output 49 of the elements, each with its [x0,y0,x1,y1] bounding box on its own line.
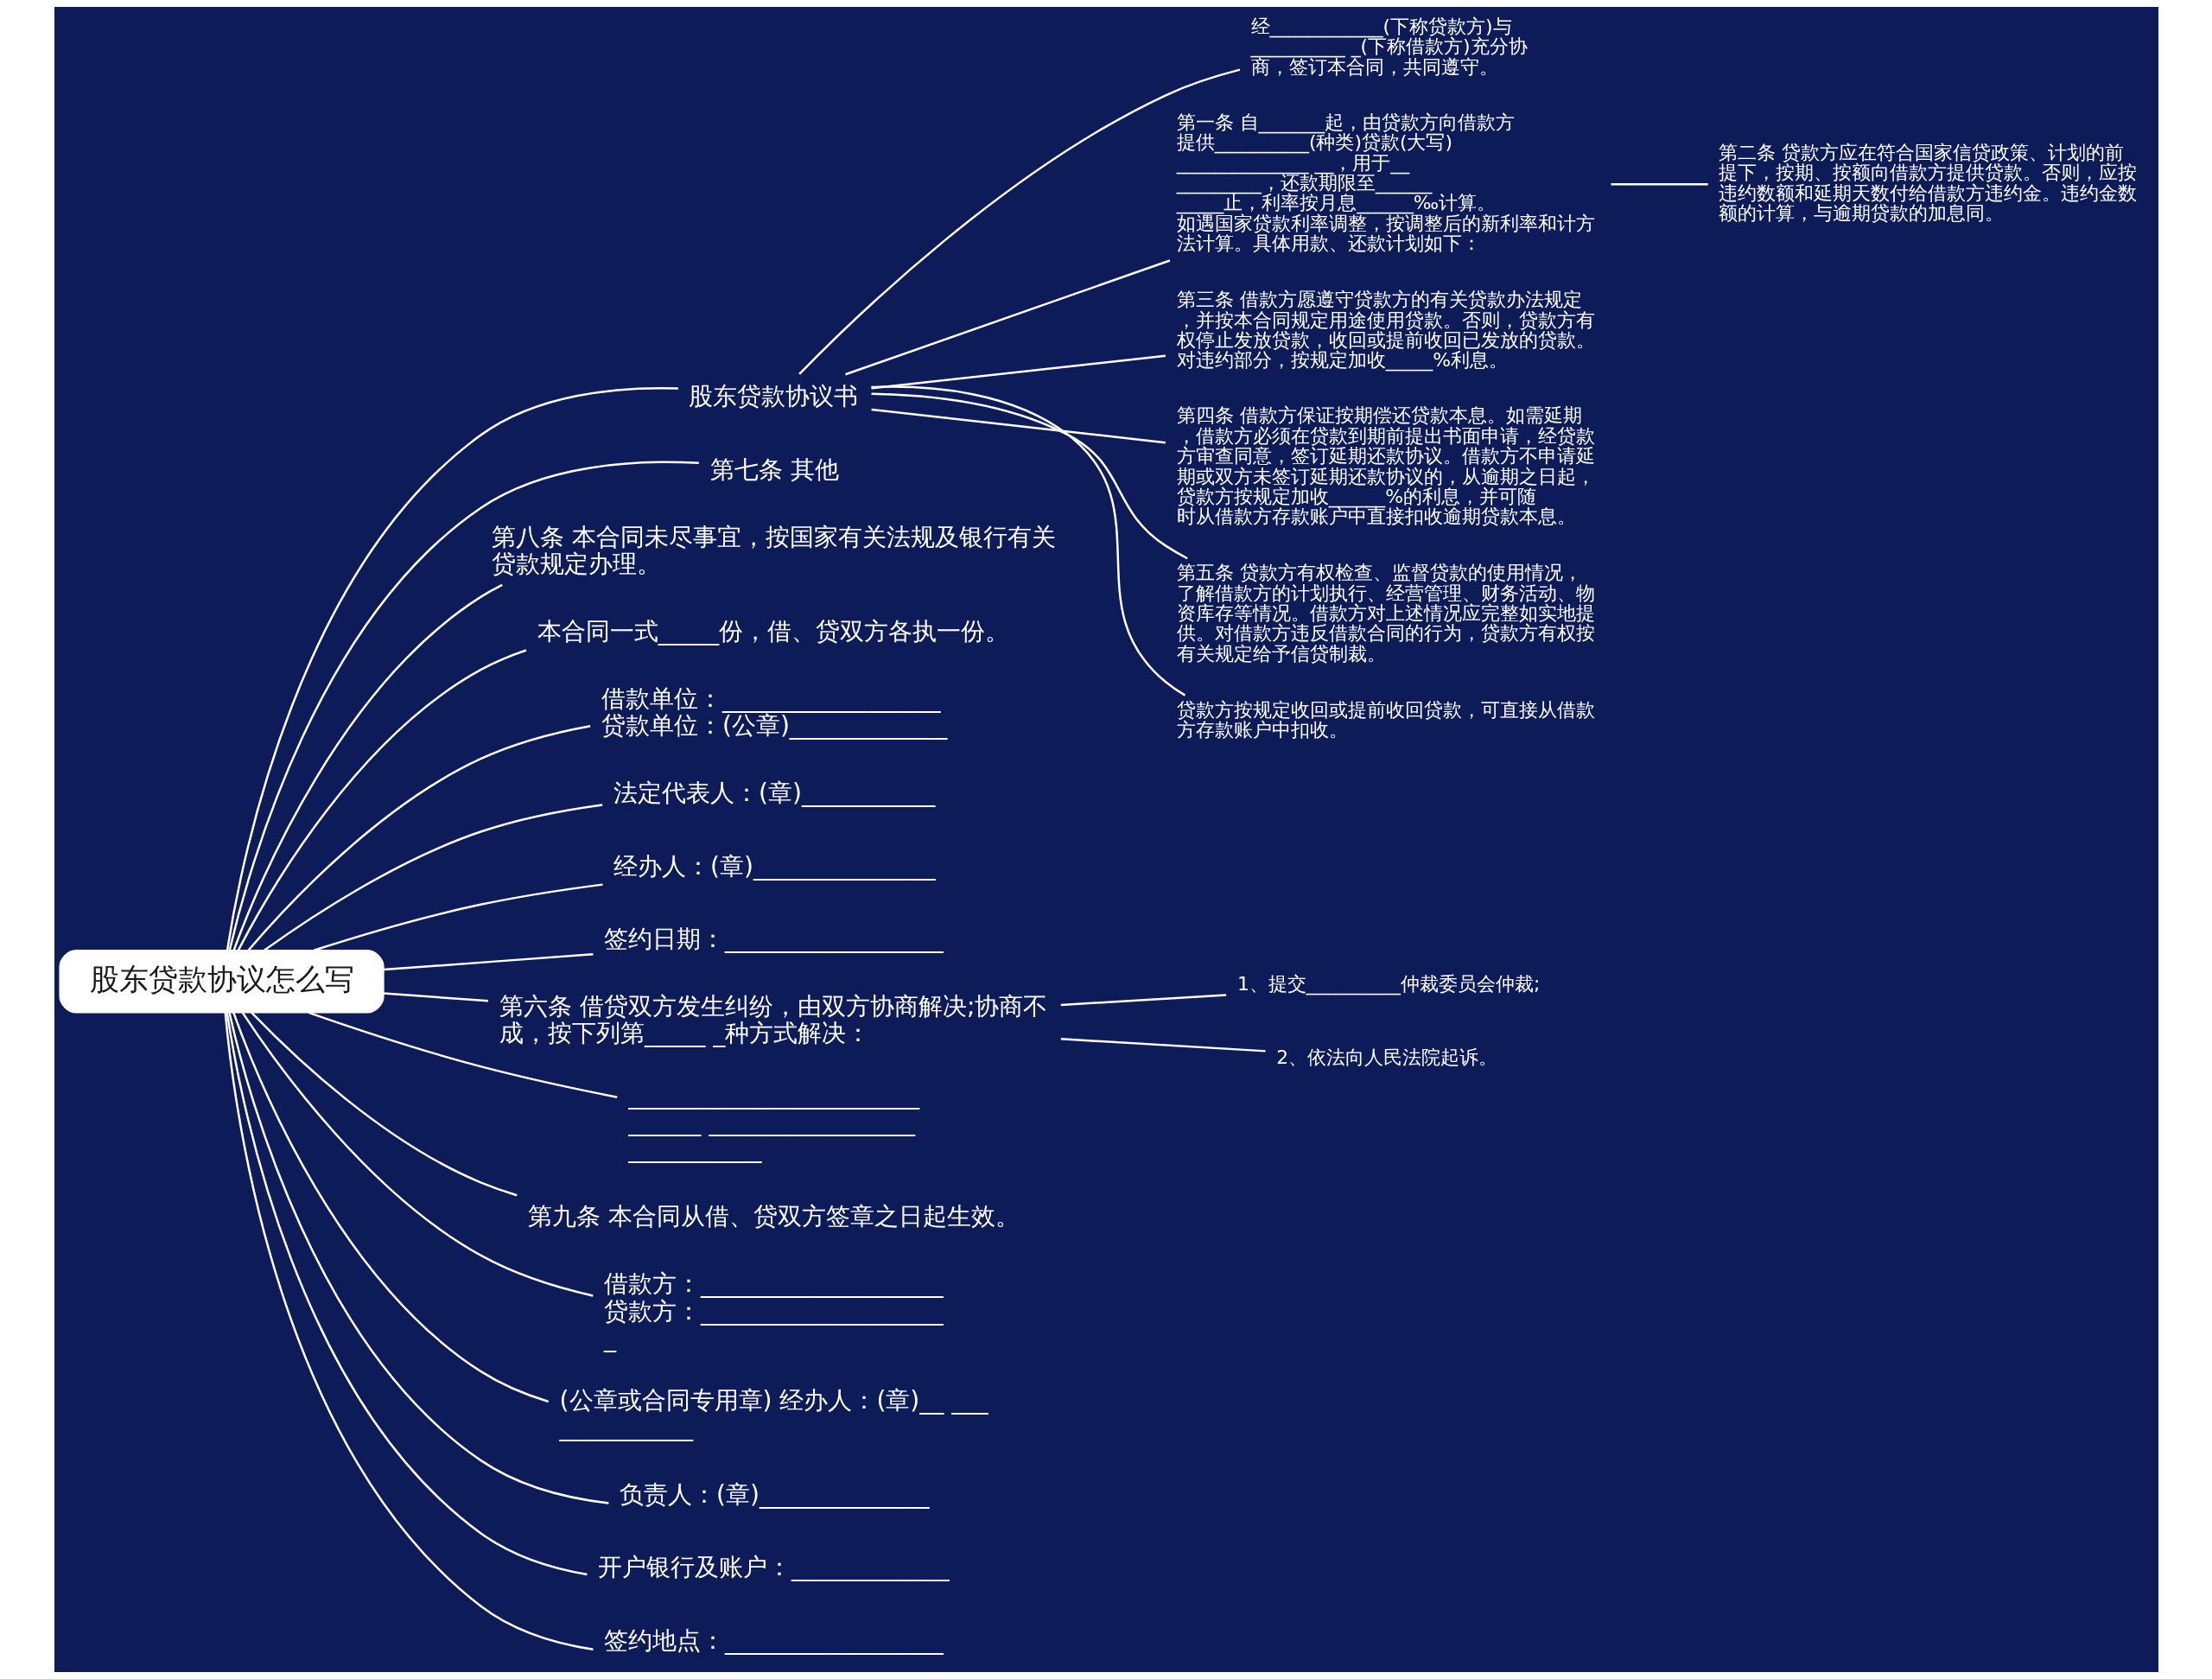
node-text: 签约日期：__________________ [603,924,944,953]
node-text: 第四条 借款方保证按期偿还贷款本息。如需延期，借款方必须在贷款到期前提出书面申请，经贷款方审查同意，签订延期还款协议。借款方不申请延期或双方未签订延期还款协议的，从逾期之日起，贷款方按规定加收______%的利息，并可随时从借款方存款账户中直接扣收逾期贷款本息。 [1176,404,1595,528]
connector [383,992,488,1002]
node-text: 经办人：(章)_______________ [613,851,935,881]
connector [870,392,1188,560]
connector [228,461,699,951]
connector [232,1012,549,1403]
connector [226,386,678,951]
node-text: 第六条 借贷双方发生纠纷，由双方协商解决;协商不成，按下列第_____ _种方式解决： [499,991,1047,1048]
node-text: ______________________________ ____________________________ [627,1080,919,1164]
node-text: 2、依法向人民法院起诉。 [1275,1046,1497,1068]
node-text: 股东贷款协议书 [688,382,858,411]
node-text: (公章或合同专用章) 经办人：(章)__ ______________ [559,1385,988,1441]
node-text: 第五条 贷款方有权检查、监督贷款的使用情况，了解借款方的计划执行、经营管理、财务活动、物资库存等情况。借款方对上述情况应完整如实地提供。对借款方违反借款合同的行为，贷款方有权按有关规定给予信贷制裁。 [1176,562,1595,665]
node-text: 借款单位：__________________ 贷款单位：(公章)_____________ [601,684,947,741]
connector [237,649,526,951]
node-box: 股东贷款协议怎么写 [58,950,385,1014]
node-text: 第七条 其他 [709,455,839,484]
node-text: 第九条 本合同从借、贷双方签章之日起生效。 [527,1202,1020,1231]
connector [250,1011,518,1197]
connector [313,883,603,951]
node-text: 借款方：____________________ 贷款方：_____________________ [603,1269,944,1352]
connector [308,1011,618,1098]
connector [247,725,590,951]
node-text: 第二条 贷款方应在符合国家信贷政策、计划的前提下，按期、按额向借款方提供贷款。否则，应按违约数额和延期天数付给借款方违约金。违约金数额的计算，与逾期贷款的加息同。 [1718,141,2137,225]
node-text: 1、提交__________仲裁委员会仲裁; [1236,973,1540,995]
connector [1060,1038,1266,1053]
node-text: 贷款方按规定收回或提前收回贷款，可直接从借款方存款账户中扣收。 [1176,698,1595,741]
connector [870,408,1166,444]
connector [263,804,602,951]
connector [1611,183,1708,186]
node-text: 负责人：(章)______________ [619,1479,929,1509]
node-text: 本合同一式_____份，借、贷双方各执一份。 [537,616,1009,646]
connector [870,354,1166,390]
node-text: 经____________(下称贷款方)与 __________ _(下称借款方)充分协商，签订本合同，共同遵守。 [1250,16,1528,78]
connector [870,385,1185,696]
node-text: 第一条 自_______起，由贷款方向借款方提供__________(种类)贷款(大写)______________ __，用于___________，还款期限至______ _____止，利率按月息______‰计算。如遇国家贷款利率调整，按调整后的新利率和计方法计算。具体用款、还款计划如下： [1176,111,1595,255]
connector [241,1012,594,1297]
connector [383,953,594,971]
connector [844,259,1170,376]
node-text: 法定代表人：(章)___________ [613,779,935,808]
connector [232,583,503,951]
connector [798,68,1240,375]
connector [227,1012,609,1504]
connector [1060,994,1226,1007]
node-text: 第三条 借款方愿遵守贷款方的有关贷款办法规定，并按本合同规定用途使用贷款。否则，贷款方有权停止发放贷款，收回或提前收回已发放的贷款。对违约部分，按规定加收_____%利息。 [1176,289,1595,372]
node-text: 第八条 本合同未尽事宜，按国家有关法规及银行有关贷款规定办理。 [491,522,1056,578]
node-text: 签约地点：__________________ [603,1625,944,1655]
node-text: 开户银行及账户：_____________ [597,1553,950,1582]
